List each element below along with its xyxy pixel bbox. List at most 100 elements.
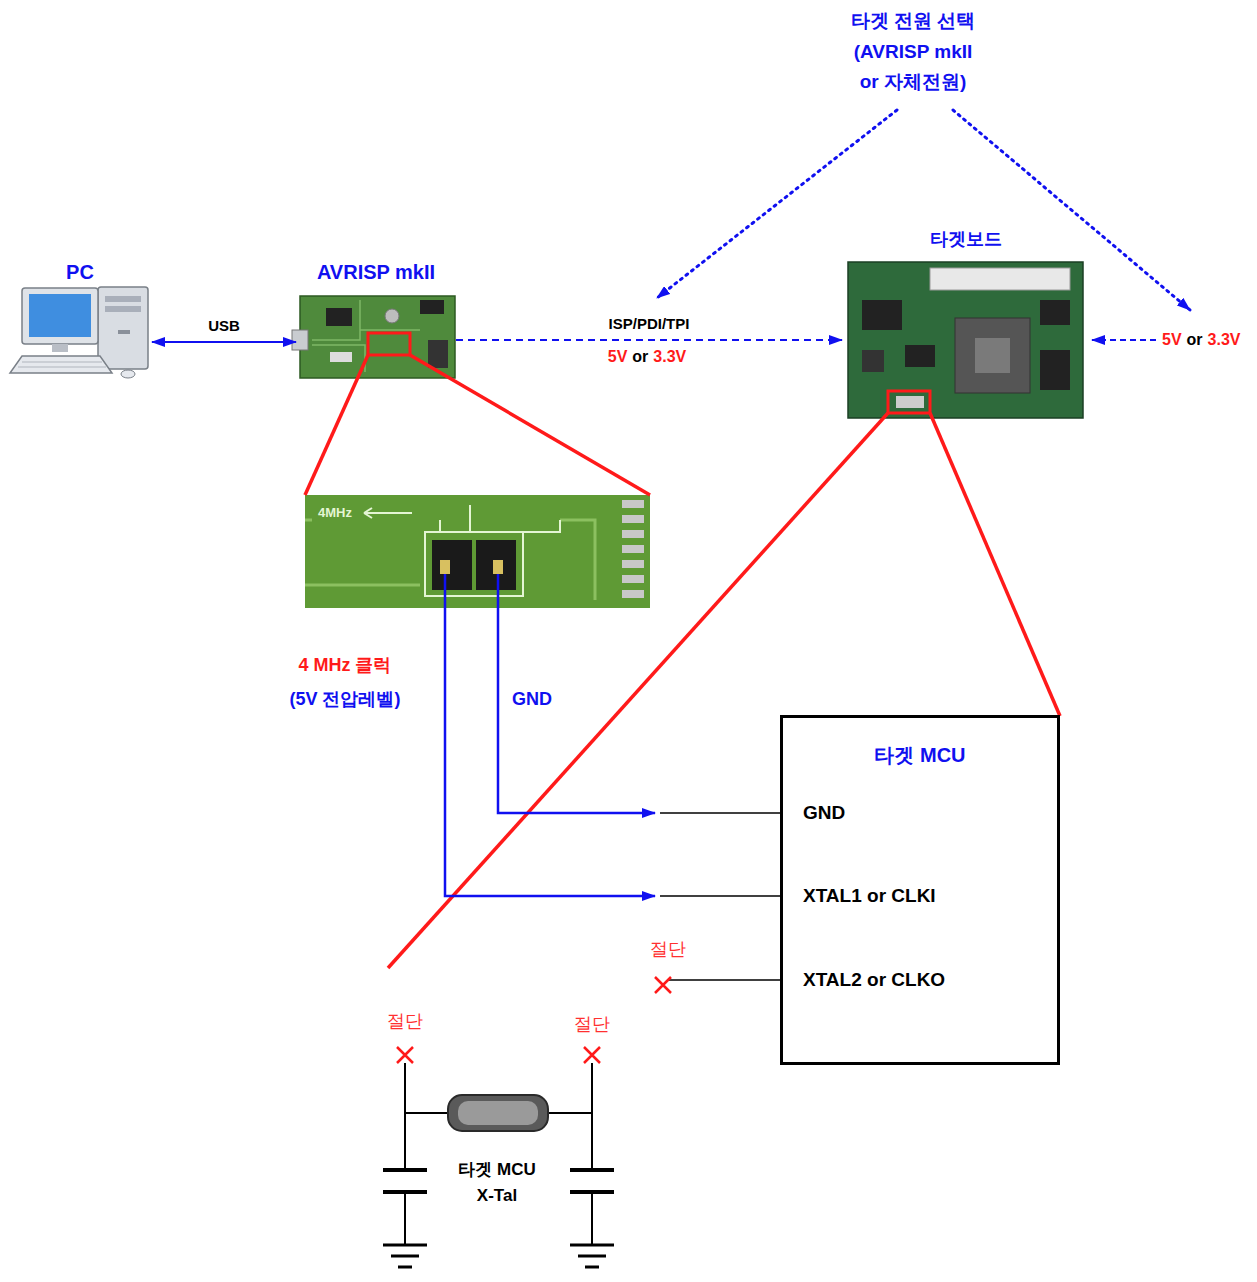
main-chip-die <box>975 338 1010 373</box>
main-chip <box>955 318 1030 393</box>
pcb-chip <box>1040 300 1070 325</box>
pin-line <box>660 895 780 897</box>
usb-link <box>152 341 296 343</box>
header-pin <box>440 560 450 574</box>
voltage-word: or <box>632 347 648 366</box>
crystal-body <box>448 1095 548 1131</box>
signal-note: (5V 전압레벨) <box>289 689 400 711</box>
pcb-capacitor <box>385 309 399 323</box>
cut-mark <box>584 1047 600 1063</box>
drive-bay <box>105 296 141 302</box>
silkscreen-line <box>440 505 560 532</box>
cut-mark <box>397 1047 413 1063</box>
key-row <box>22 362 102 363</box>
capacitor-plate <box>383 1168 427 1172</box>
pc-mouse <box>121 370 135 378</box>
zoom-line <box>305 355 368 495</box>
pin-name: GND <box>803 802 845 825</box>
crystal-top <box>458 1101 538 1125</box>
zoom-line <box>930 413 1060 716</box>
pcb-pad <box>622 530 644 538</box>
voltage-option: 5Vor3.3V <box>1162 330 1241 349</box>
pcb-pad <box>622 590 644 598</box>
voltage-option: 5Vor 3.3V <box>608 347 687 366</box>
pc-tower <box>98 287 148 369</box>
header-base <box>432 540 472 590</box>
zoom-marker <box>888 391 930 413</box>
cut-note: 절단 <box>574 1014 610 1036</box>
power-input-arrow <box>1092 339 1156 341</box>
pin-line <box>668 979 780 981</box>
pin-name: XTAL1 or CLKI <box>803 885 936 908</box>
pin-name: XTAL2 or CLKO <box>803 969 945 992</box>
node-heading: PC <box>66 260 94 284</box>
pc-screen <box>29 294 91 337</box>
circuit-wire <box>404 1192 406 1245</box>
pcb-pad <box>622 560 644 568</box>
voltage-value: 3.3V <box>1208 330 1241 349</box>
ground-symbol <box>383 1245 427 1267</box>
drive-bay <box>105 306 141 312</box>
pcb-chip <box>1040 350 1070 390</box>
pcb-pad <box>622 500 644 508</box>
signal-name: GND <box>512 689 552 711</box>
voltage-word: or <box>1187 330 1203 349</box>
pointer-line <box>953 110 1190 310</box>
circuit-wire <box>591 1192 593 1245</box>
monitor-stand <box>52 344 68 352</box>
ground-symbol <box>570 1245 614 1267</box>
silkscreen-arrow <box>364 512 412 514</box>
silkscreen-outline <box>425 532 523 596</box>
power-select-note: 타겟 전원 선택 (AVRISP mkII or 자체전원) <box>844 6 982 97</box>
pcb-header <box>428 340 448 368</box>
circuit-wire <box>591 1063 593 1170</box>
silkscreen-text: 4MHz <box>318 505 352 521</box>
cut-mark <box>655 977 671 993</box>
silkscreen-arrow <box>364 508 372 518</box>
pcb-pad <box>622 575 644 583</box>
node-heading: AVRISP mkII <box>317 260 435 284</box>
pcb-pad <box>622 545 644 553</box>
pointer-line <box>657 110 897 298</box>
programmer-board: AVRISP mkII <box>296 258 456 378</box>
computer-icon: PC <box>8 258 152 378</box>
usb-connector <box>292 330 308 350</box>
connector-label: USB <box>208 317 240 335</box>
ground-wire <box>498 574 655 813</box>
memory-slot <box>930 268 1070 290</box>
node-heading: 타겟보드 <box>930 229 1002 251</box>
target-board: 타겟보드 <box>848 226 1083 418</box>
header-base <box>476 540 516 590</box>
voltage-value: 5V <box>608 347 628 366</box>
voltage-value: 3.3V <box>653 347 686 366</box>
node-heading: 타겟 MCU <box>874 743 965 767</box>
pcb-chip <box>862 300 902 330</box>
connector-label: ISP/PDI/TPI <box>609 315 690 333</box>
zoom-photo <box>305 495 650 608</box>
power-button <box>118 330 130 334</box>
crystal-label: 타겟 MCU X-Tal <box>450 1157 545 1210</box>
isp-link <box>456 339 842 341</box>
zoom-line <box>410 355 650 495</box>
pcb-chip <box>420 300 444 314</box>
clock-wire <box>445 574 655 896</box>
circuit-wire <box>404 1063 406 1170</box>
mcu-block: 타겟 MCU GND XTAL1 or CLKI XTAL2 or CLKO <box>780 715 1060 1065</box>
pcb-chip <box>905 345 935 367</box>
signal-name: 4 MHz 클럭 <box>298 655 391 677</box>
pin-line <box>660 812 780 814</box>
pcb-pad <box>622 515 644 523</box>
header-pin <box>493 560 503 574</box>
capacitor-plate <box>570 1168 614 1172</box>
zoom-marker <box>368 333 410 355</box>
cut-note: 절단 <box>650 939 686 961</box>
pc-keyboard <box>10 356 112 373</box>
pcb-crystal <box>330 352 352 362</box>
target-pcb <box>848 262 1083 418</box>
board-connector <box>896 396 924 408</box>
pcb-chip <box>862 350 884 372</box>
pc-monitor <box>22 288 98 344</box>
